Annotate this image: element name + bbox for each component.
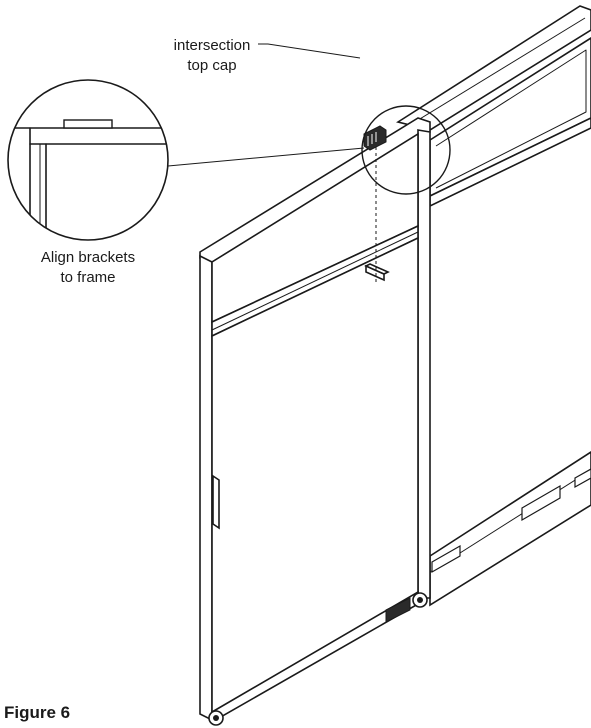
align-label-line1: Align brackets [41,249,135,266]
back-panel [396,5,591,607]
top-bracket [363,125,387,151]
roller-left [208,710,224,726]
align-label-line2: to frame [60,269,115,286]
joint-callout-circle [361,105,451,195]
roller-right [412,592,428,608]
cap-leader [258,43,361,59]
intersection-top-cap-part [364,132,390,282]
detail-magnifier [7,79,169,241]
cap-label-line2: top cap [187,57,236,74]
detail-leader [167,147,365,167]
figure-title: Figure 6 [4,703,70,722]
cap-label-line1: intersection [174,37,251,54]
front-panel [199,117,431,726]
